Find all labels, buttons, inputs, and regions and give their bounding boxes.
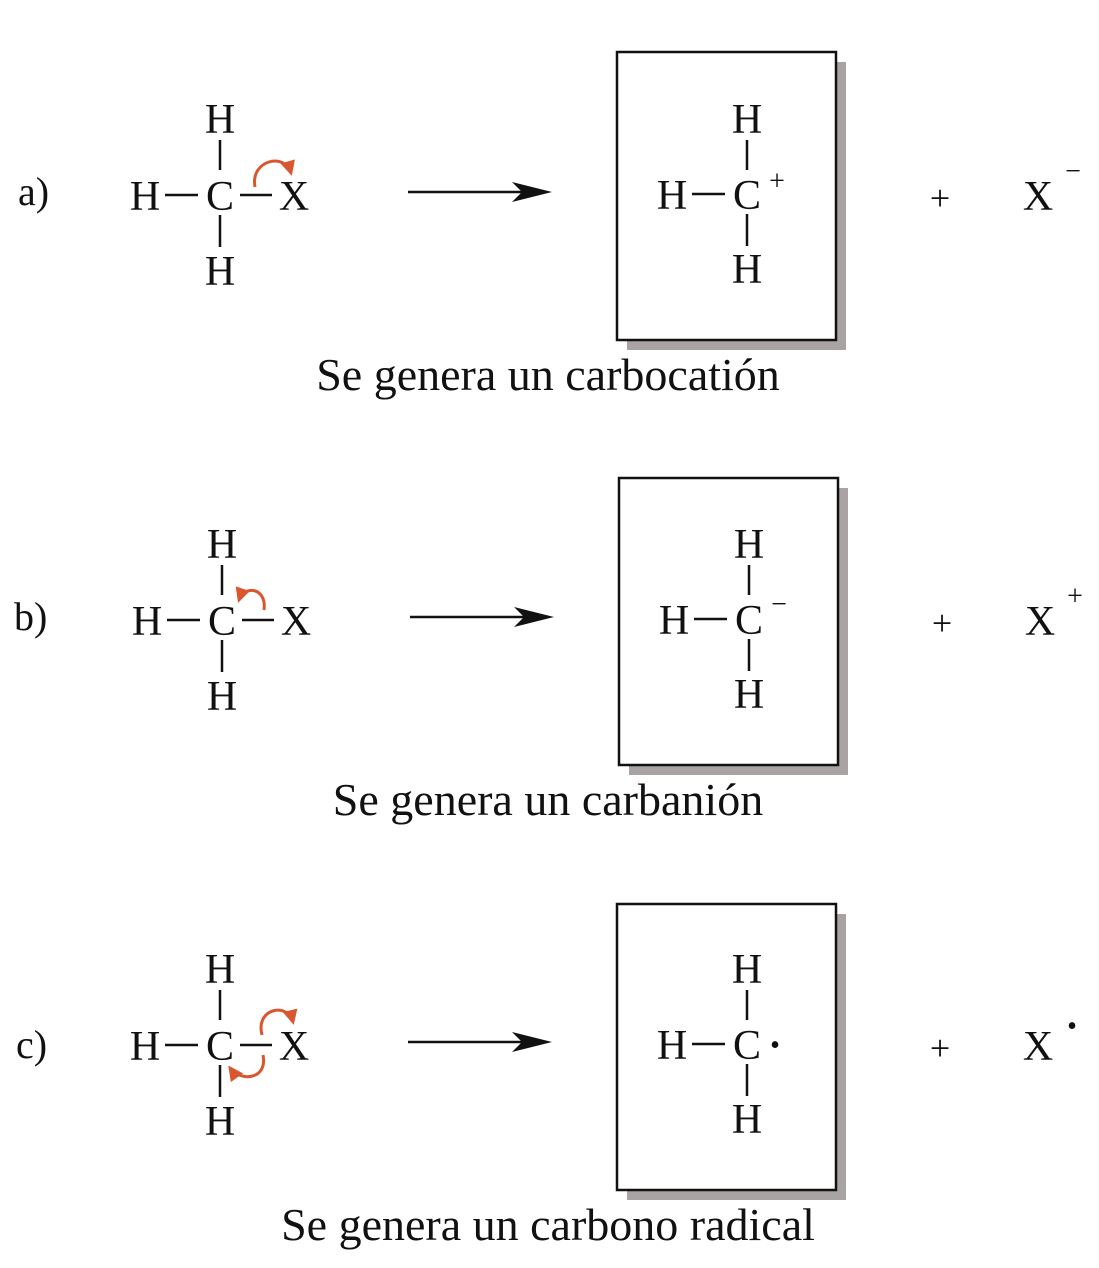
arrowhead-icon: [512, 1032, 552, 1052]
atom-h-left: H: [657, 1023, 687, 1069]
plus-sign: +: [930, 1028, 950, 1068]
atom-h-left: H: [659, 598, 689, 644]
atom-c: C: [735, 598, 763, 644]
row-c: c) H H C X H H H C • H + X • Se genera u…: [16, 902, 1077, 1250]
reactant-molecule: H H C X H: [130, 97, 309, 295]
atom-c: C: [206, 1024, 234, 1070]
half-arrow-icon-bottom: [228, 1054, 266, 1083]
x-charge: +: [1067, 581, 1083, 612]
atom-h-bottom: H: [732, 247, 762, 293]
curved-arrow-icon: [253, 159, 295, 188]
caption: Se genera un carbanión: [333, 774, 763, 825]
caption: Se genera un carbocatión: [316, 349, 780, 400]
atom-h-bottom: H: [732, 1097, 762, 1143]
atom-h-top: H: [207, 522, 237, 568]
atom-c: C: [733, 173, 761, 219]
atom-h-top: H: [205, 947, 235, 993]
product-box: [615, 902, 838, 1192]
product-box: [615, 50, 838, 342]
plus-sign: +: [932, 603, 952, 643]
atom-c: C: [208, 599, 236, 645]
row-label: b): [14, 594, 47, 639]
plus-sign: +: [930, 178, 950, 218]
atom-h-left: H: [130, 1024, 160, 1070]
row-label: a): [18, 169, 49, 214]
atom-h-top: H: [732, 97, 762, 143]
atom-h-bottom: H: [734, 672, 764, 718]
atom-h-bottom: H: [207, 674, 237, 720]
atom-h-left: H: [130, 174, 160, 220]
row-b: b) H H C X H H H C − H + X + Se genera u…: [14, 476, 1083, 825]
atom-x-product: X: [1023, 174, 1053, 220]
arrowhead-icon: [514, 607, 554, 627]
atom-x: X: [281, 599, 311, 645]
row-a: a) H H C X H H H C + H + X − Se genera u…: [18, 50, 1081, 400]
atom-x: X: [279, 1024, 309, 1070]
carbon-radical-dot: •: [770, 1030, 780, 1061]
arrowhead-icon: [512, 182, 552, 202]
caption: Se genera un carbono radical: [281, 1199, 815, 1250]
x-charge: −: [1065, 156, 1081, 187]
carbon-charge: −: [771, 589, 787, 620]
atom-c: C: [733, 1023, 761, 1069]
atom-h-top: H: [205, 97, 235, 143]
atom-h-top: H: [734, 522, 764, 568]
curved-arrow-icon: [235, 586, 266, 611]
x-radical-dot: •: [1067, 1011, 1077, 1042]
carbon-charge: +: [769, 166, 785, 197]
atom-h-bottom: H: [205, 1099, 235, 1145]
atom-h-bottom: H: [205, 249, 235, 295]
atom-h-top: H: [732, 947, 762, 993]
atom-x-product: X: [1023, 1024, 1053, 1070]
atom-h-left: H: [132, 599, 162, 645]
atom-x-product: X: [1025, 599, 1055, 645]
product-box: [617, 476, 840, 767]
row-label: c): [16, 1022, 47, 1067]
atom-x: X: [279, 174, 309, 220]
atom-h-left: H: [657, 173, 687, 219]
half-arrow-icon-top: [259, 1008, 298, 1036]
atom-c: C: [206, 174, 234, 220]
